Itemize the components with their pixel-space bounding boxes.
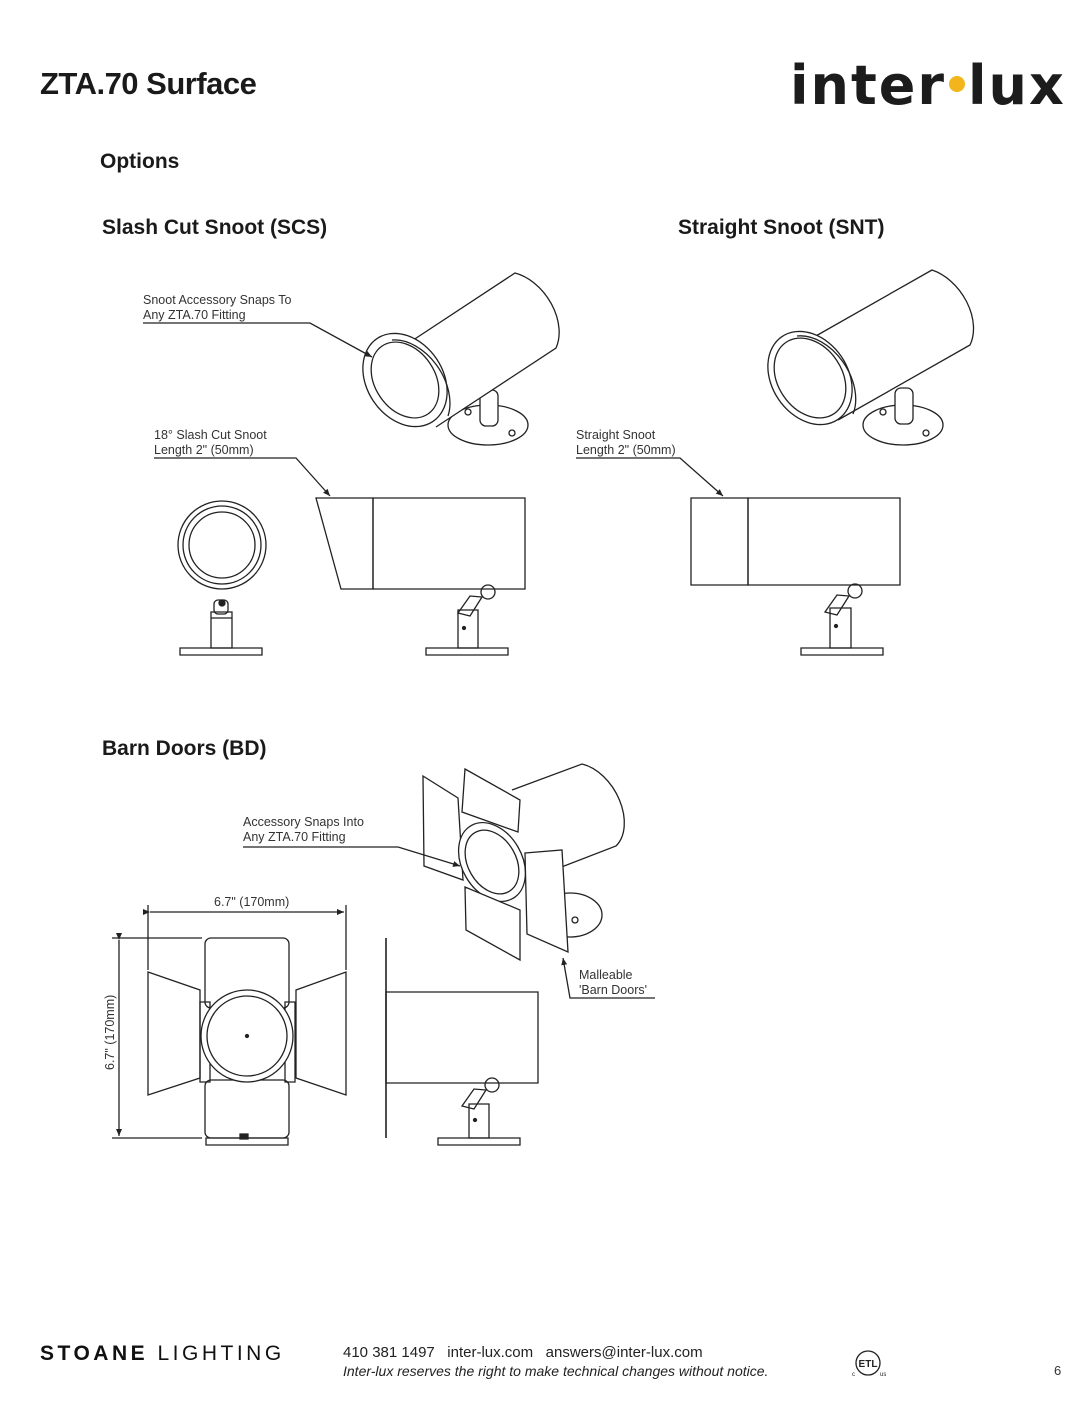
snt-length-callout-line1: Straight Snoot: [576, 428, 656, 442]
scs-snap-callout: Snoot Accessory Snaps To Any ZTA.70 Fitt…: [143, 293, 291, 323]
etl-mark-text: ETL: [859, 1359, 878, 1370]
brand-light: LIGHTING: [157, 1342, 285, 1365]
snt-isometric-view: [751, 270, 974, 445]
snt-length-callout: Straight Snoot Length 2" (50mm): [576, 428, 676, 458]
page-title: ZTA.70 Surface: [40, 66, 257, 101]
bd-malleable-callout: Malleable 'Barn Doors': [579, 968, 647, 998]
footer-phone: 410 381 1497: [343, 1344, 435, 1361]
bd-title: Barn Doors (BD): [102, 737, 267, 760]
scs-side-view: [316, 498, 525, 655]
page-number: 6: [1054, 1363, 1062, 1378]
scs-title: Slash Cut Snoot (SCS): [102, 216, 328, 239]
bd-front-view: [148, 938, 346, 1145]
scs-length-callout-line1: 18° Slash Cut Snoot: [154, 428, 267, 442]
snt-side-view: [691, 498, 900, 655]
stoane-lighting-brand: STOANE LIGHTING: [40, 1342, 285, 1366]
footer-email-link[interactable]: answers@inter-lux.com: [545, 1344, 703, 1361]
bd-snap-callout: Accessory Snaps Into Any ZTA.70 Fitting: [243, 815, 364, 845]
scs-isometric-view: [346, 273, 560, 445]
scs-length-callout-line2: Length 2" (50mm): [154, 443, 254, 457]
brand-bold: STOANE: [40, 1342, 149, 1365]
snt-length-leader: [576, 458, 723, 496]
interlux-logo: inter lux: [790, 54, 1066, 117]
scs-front-view: [178, 501, 266, 655]
etl-c-text: c: [852, 1372, 855, 1378]
etl-certification-icon: ETL c us: [852, 1350, 886, 1378]
bd-width-dimension: 6.7" (170mm): [214, 895, 290, 909]
bd-isometric-view: [423, 764, 624, 960]
bd-snap-leader: [243, 847, 460, 867]
bd-side-view: [386, 938, 538, 1145]
snt-length-callout-line2: Length 2" (50mm): [576, 443, 676, 457]
logo-text-left: inter: [790, 54, 947, 117]
scs-length-leader: [154, 458, 330, 496]
options-heading: Options: [100, 150, 180, 173]
bd-malleable-callout-line2: 'Barn Doors': [579, 983, 647, 997]
logo-text-right: lux: [968, 54, 1066, 117]
bd-snap-callout-line1: Accessory Snaps Into: [243, 815, 364, 829]
etl-us-text: us: [880, 1372, 886, 1378]
scs-length-callout: 18° Slash Cut Snoot Length 2" (50mm): [154, 428, 267, 458]
scs-snap-leader: [143, 323, 372, 357]
bd-malleable-callout-line1: Malleable: [579, 968, 633, 982]
scs-snap-callout-line2: Any ZTA.70 Fitting: [143, 308, 246, 322]
snt-title: Straight Snoot (SNT): [678, 216, 885, 239]
footer-contact: 410 381 1497 inter-lux.com answers@inter…: [343, 1344, 703, 1361]
logo-dot-icon: [949, 76, 966, 93]
footer-notice: Inter-lux reserves the right to make tec…: [343, 1363, 769, 1379]
bd-height-dimension-lines: [112, 933, 202, 1138]
scs-snap-callout-line1: Snoot Accessory Snaps To: [143, 293, 292, 307]
bd-snap-callout-line2: Any ZTA.70 Fitting: [243, 830, 346, 844]
bd-malleable-leader: [561, 958, 655, 998]
footer-website-link[interactable]: inter-lux.com: [447, 1344, 534, 1361]
